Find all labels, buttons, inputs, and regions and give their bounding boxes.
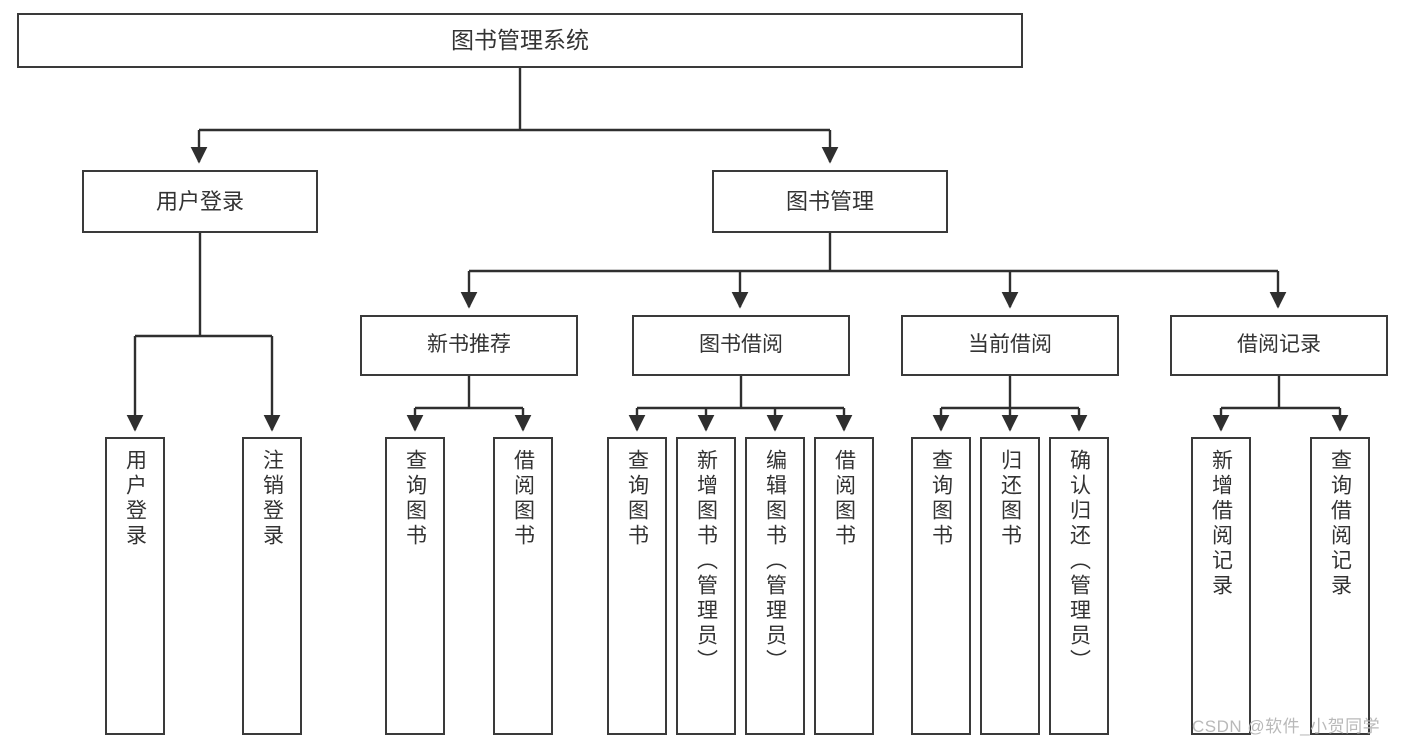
node-label: 新书推荐 xyxy=(427,333,511,357)
leaf-borrow-query[interactable]: 查询图书 xyxy=(607,437,667,735)
node-label: 编辑图书（管理员） xyxy=(763,449,787,674)
node-label: 图书管理系统 xyxy=(451,26,589,53)
node-label: 查询图书 xyxy=(403,449,427,549)
node-new-book-recommend[interactable]: 新书推荐 xyxy=(360,315,578,376)
node-borrow-record[interactable]: 借阅记录 xyxy=(1170,315,1388,376)
node-label: 借阅图书 xyxy=(832,449,856,549)
leaf-newbook-query[interactable]: 查询图书 xyxy=(385,437,445,735)
node-label: 查询图书 xyxy=(929,449,953,549)
leaf-user-login[interactable]: 用户登录 xyxy=(105,437,165,735)
node-label: 注销登录 xyxy=(260,449,284,549)
node-user-login[interactable]: 用户登录 xyxy=(82,170,318,233)
node-label: 归还图书 xyxy=(998,449,1022,549)
node-label: 借阅记录 xyxy=(1237,333,1321,357)
leaf-borrow-edit[interactable]: 编辑图书（管理员） xyxy=(745,437,805,735)
node-label: 用户登录 xyxy=(155,188,244,214)
node-current-borrow[interactable]: 当前借阅 xyxy=(901,315,1119,376)
leaf-borrow-lend[interactable]: 借阅图书 xyxy=(814,437,874,735)
leaf-borrow-add[interactable]: 新增图书（管理员） xyxy=(676,437,736,735)
watermark-text: CSDN @软件_小贺同学 xyxy=(1192,717,1381,736)
leaf-user-logout[interactable]: 注销登录 xyxy=(242,437,302,735)
leaf-current-confirm[interactable]: 确认归还（管理员） xyxy=(1049,437,1109,735)
node-label: 新增图书（管理员） xyxy=(694,449,718,674)
node-root-system[interactable]: 图书管理系统 xyxy=(17,13,1023,68)
node-label: 查询图书 xyxy=(625,449,649,549)
node-label: 借阅图书 xyxy=(511,449,535,549)
leaf-current-query[interactable]: 查询图书 xyxy=(911,437,971,735)
node-book-manage[interactable]: 图书管理 xyxy=(712,170,948,233)
leaf-newbook-borrow[interactable]: 借阅图书 xyxy=(493,437,553,735)
node-label: 确认归还（管理员） xyxy=(1067,449,1091,674)
node-label: 新增借阅记录 xyxy=(1209,449,1233,599)
node-label: 图书借阅 xyxy=(699,333,783,357)
node-label: 图书管理 xyxy=(785,188,874,214)
leaf-record-query[interactable]: 查询借阅记录 xyxy=(1310,437,1370,735)
leaf-current-return[interactable]: 归还图书 xyxy=(980,437,1040,735)
node-label: 当前借阅 xyxy=(968,333,1052,357)
node-label: 用户登录 xyxy=(123,449,147,549)
leaf-record-add[interactable]: 新增借阅记录 xyxy=(1191,437,1251,735)
node-book-borrow[interactable]: 图书借阅 xyxy=(632,315,850,376)
node-label: 查询借阅记录 xyxy=(1328,449,1352,599)
